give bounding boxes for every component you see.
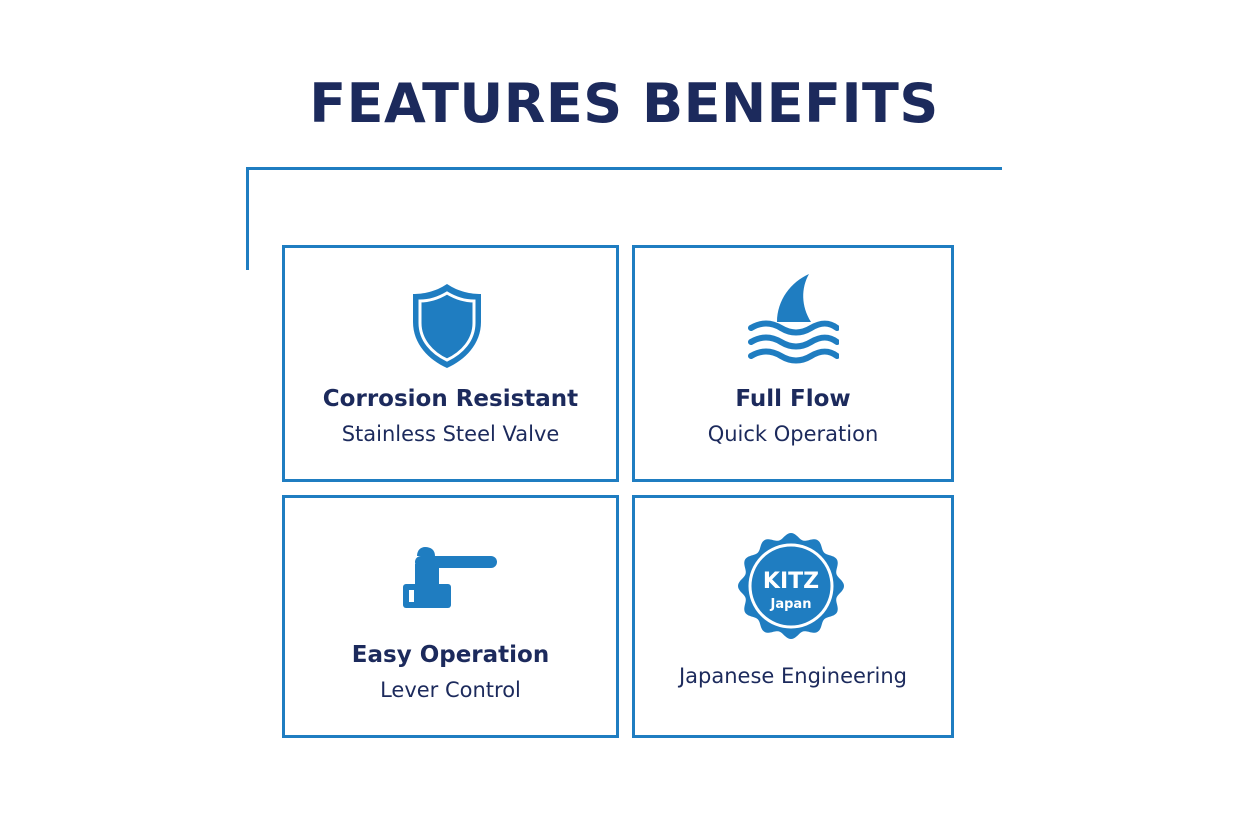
card-title: Easy Operation bbox=[351, 642, 550, 668]
water-wave-icon bbox=[747, 272, 839, 364]
badge-country-text: Japan bbox=[770, 597, 812, 612]
feature-card-japanese-engineering: KITZ Japan Japanese Engineering bbox=[632, 495, 954, 738]
page-title: FEATURES BENEFITS bbox=[309, 72, 939, 135]
shield-icon bbox=[409, 282, 485, 370]
card-subtitle: Quick Operation bbox=[707, 422, 879, 446]
card-subtitle: Japanese Engineering bbox=[678, 664, 908, 688]
badge-brand-text: KITZ bbox=[763, 569, 819, 594]
card-title: Full Flow bbox=[735, 386, 851, 412]
decorative-bracket-top bbox=[246, 167, 1002, 170]
card-title: Corrosion Resistant bbox=[322, 386, 579, 412]
decorative-bracket-left bbox=[246, 167, 249, 270]
card-subtitle: Stainless Steel Valve bbox=[341, 422, 560, 446]
card-subtitle: Lever Control bbox=[380, 678, 521, 702]
feature-card-easy-operation: Easy Operation Lever Control bbox=[282, 495, 619, 738]
feature-card-full-flow: Full Flow Quick Operation bbox=[632, 245, 954, 482]
lever-handle-icon bbox=[401, 544, 501, 610]
feature-card-corrosion-resistant: Corrosion Resistant Stainless Steel Valv… bbox=[282, 245, 619, 482]
kitz-badge-icon: KITZ Japan bbox=[737, 532, 845, 640]
